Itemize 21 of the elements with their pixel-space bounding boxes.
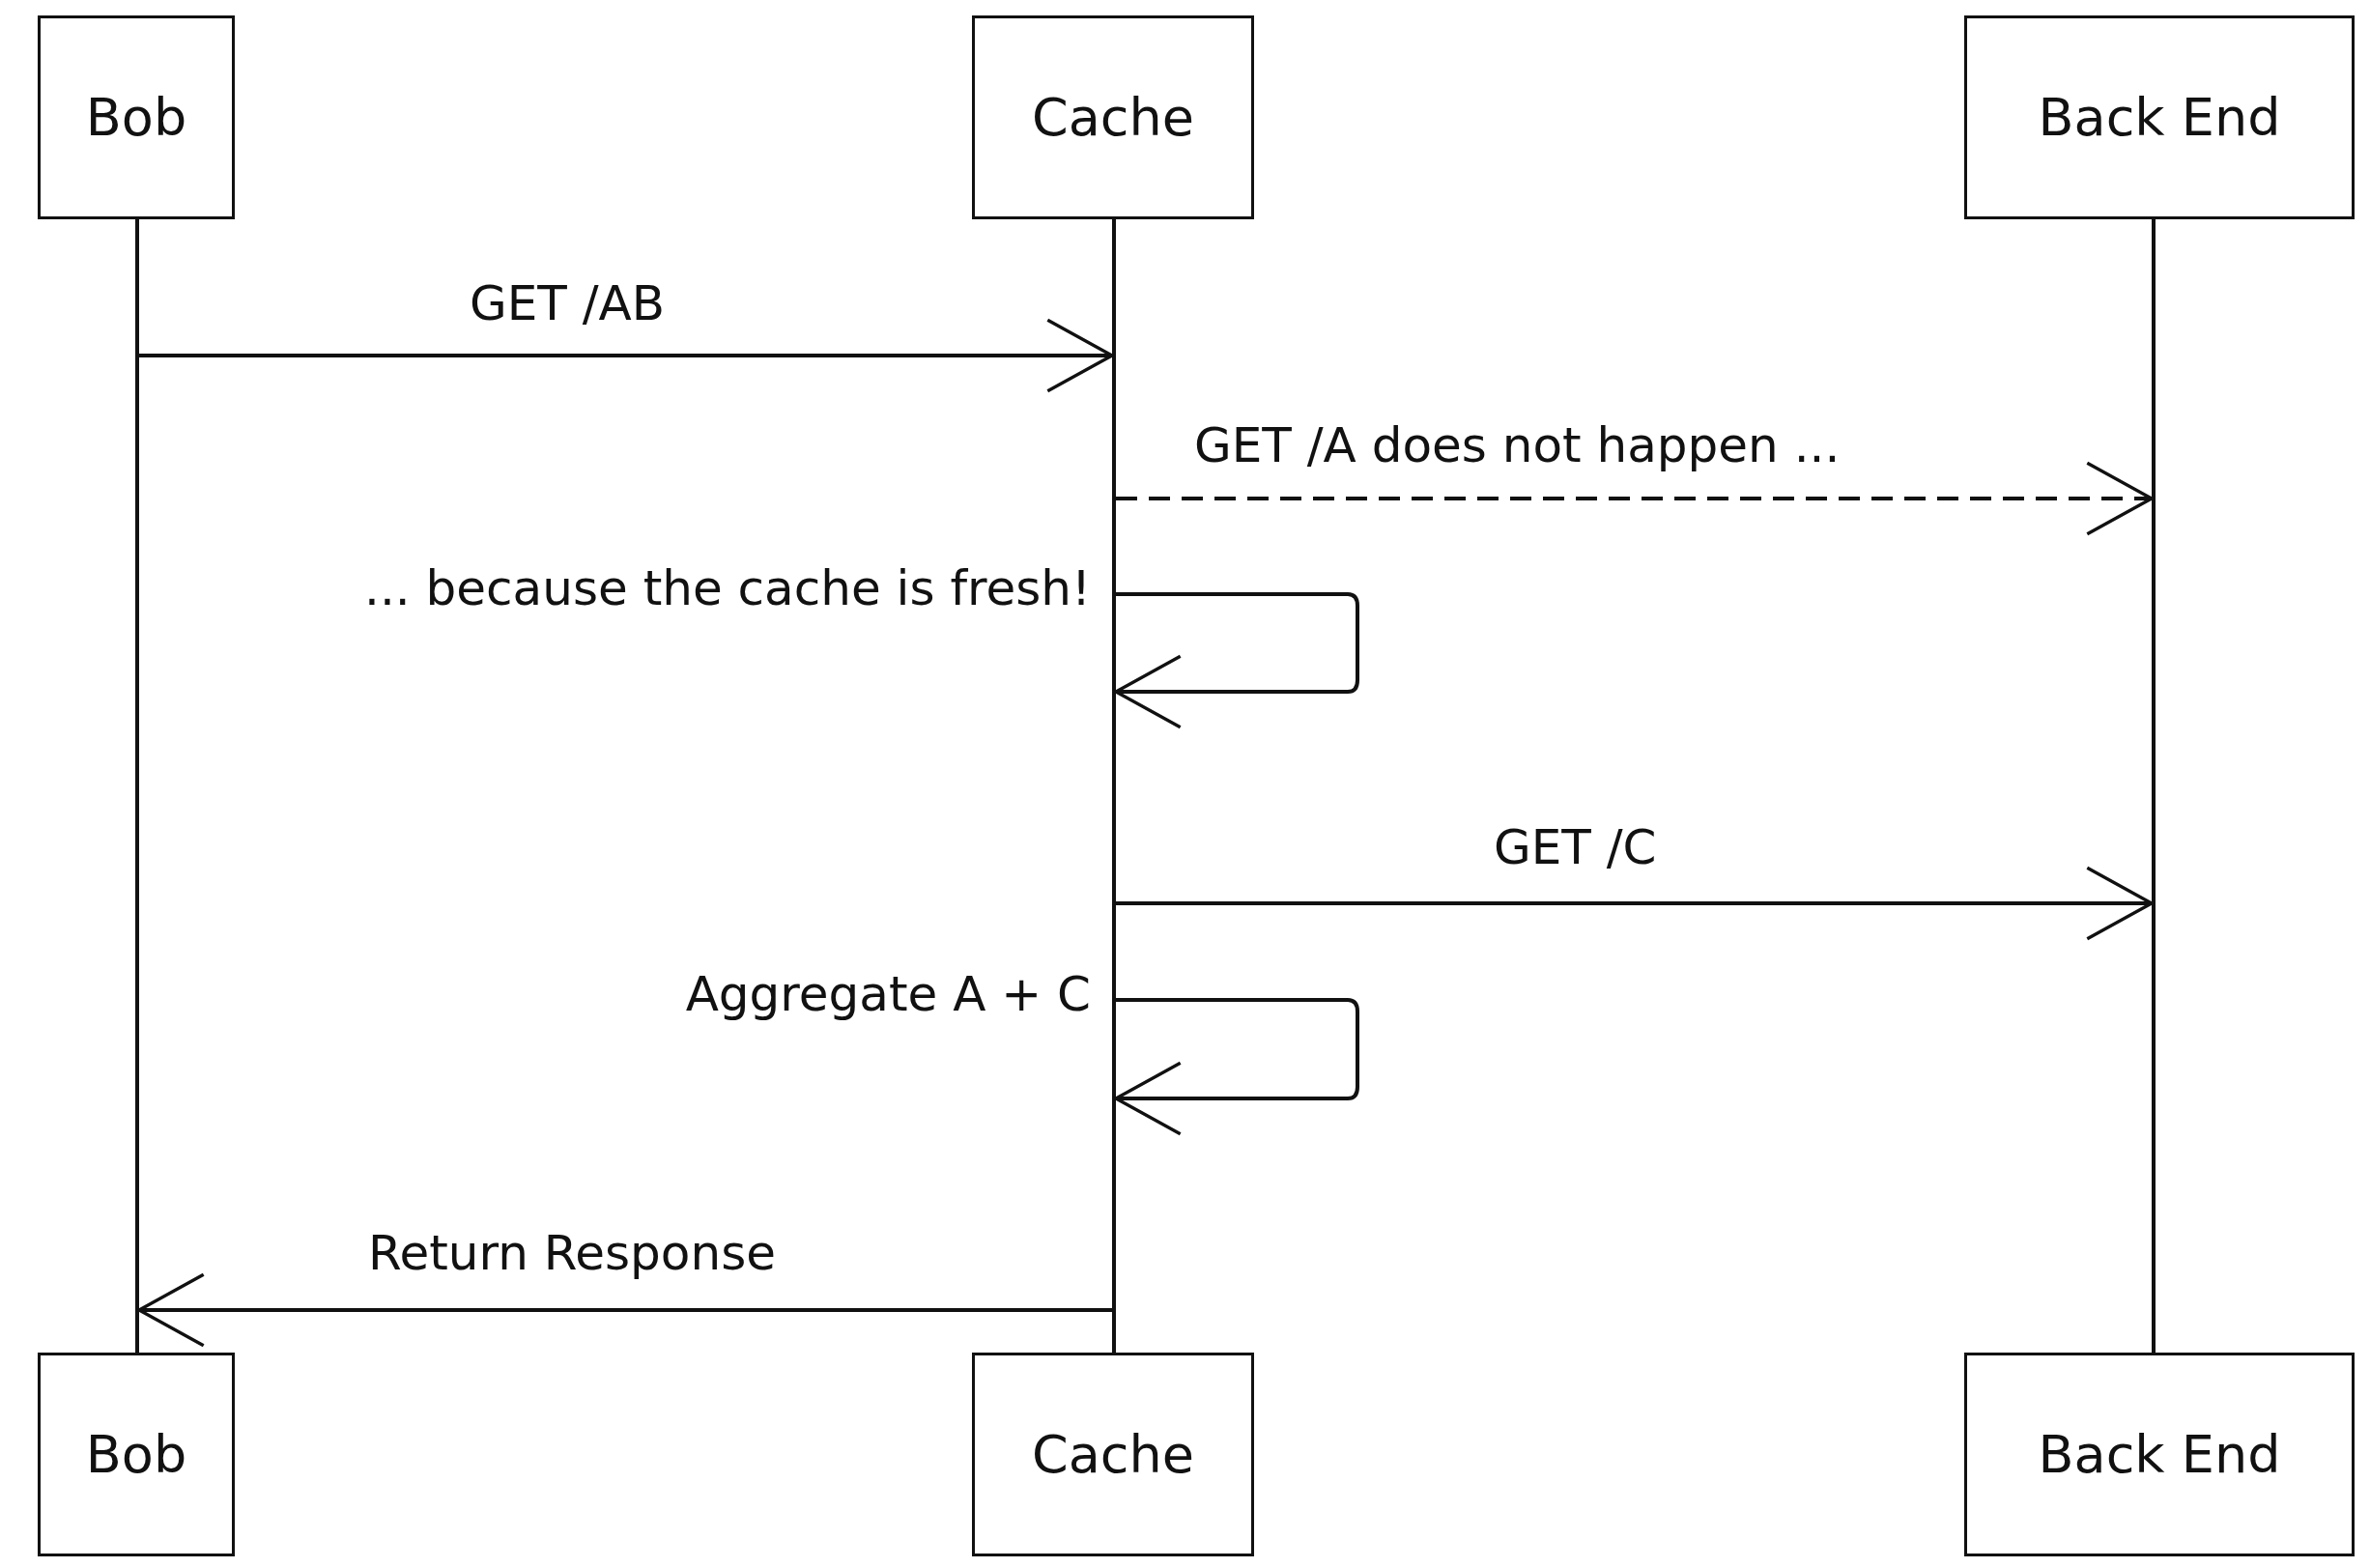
lifeline bbox=[1112, 219, 1116, 1353]
message-arrow bbox=[1116, 866, 2154, 941]
participant-box bbox=[38, 1353, 235, 1556]
message-arrow bbox=[1116, 461, 2154, 536]
participant-box bbox=[38, 15, 235, 219]
lifeline bbox=[135, 219, 139, 1353]
participant-box bbox=[1964, 1353, 2355, 1556]
participant-name: Bob bbox=[85, 87, 187, 148]
self-message-arrow bbox=[1114, 592, 1359, 729]
lifeline bbox=[2152, 219, 2156, 1353]
participant-name: Back End bbox=[2038, 87, 2281, 148]
participant-name: Cache bbox=[1032, 1424, 1194, 1485]
message-arrow bbox=[137, 1272, 1112, 1348]
message-arrow bbox=[139, 318, 1114, 393]
participant-name: Bob bbox=[85, 1424, 187, 1485]
participant-name: Back End bbox=[2038, 1424, 2281, 1485]
self-message-arrow bbox=[1114, 998, 1359, 1136]
participant-name: Cache bbox=[1032, 87, 1194, 148]
participant-box bbox=[972, 1353, 1254, 1556]
participant-box bbox=[1964, 15, 2355, 219]
participant-box bbox=[972, 15, 1254, 219]
